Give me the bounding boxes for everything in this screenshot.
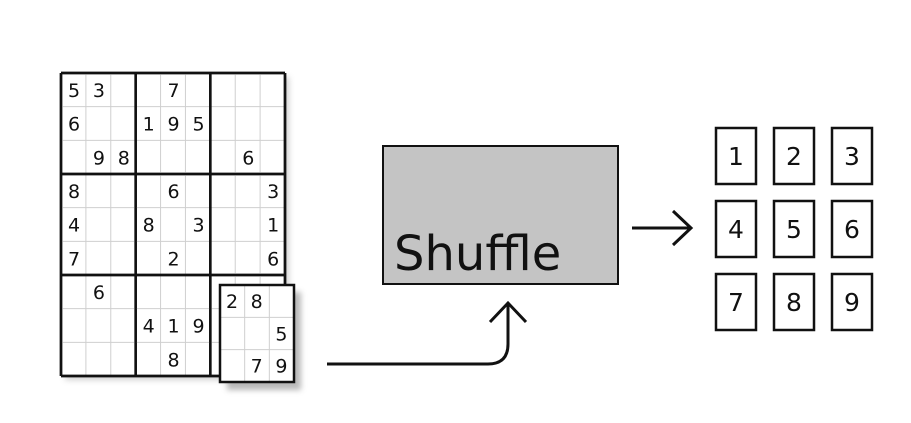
sudoku-cell-digit: 9 [168,114,180,136]
sudoku-cell-digit: 6 [93,282,105,304]
sudoku-cell-digit: 1 [143,114,155,136]
sudoku-cell-digit: 8 [168,349,180,371]
number-card-label: 9 [844,288,860,317]
number-card-label: 5 [786,215,802,244]
sudoku-cell-digit: 4 [68,215,80,237]
sudoku-cell-digit: 7 [68,248,80,270]
sudoku-cell-digit: 7 [168,80,180,102]
piece-border [218,283,296,384]
piece-cell-digit: 5 [275,323,287,345]
shuffle-box-rect [382,145,619,285]
sudoku-cell-digit: 6 [168,181,180,203]
number-card: 7 [714,272,758,332]
piece-to-shuffle-arrow-head [488,300,528,324]
sudoku-cell-digit: 4 [143,316,155,338]
number-card-label: 6 [844,215,860,244]
number-card-border [714,199,758,259]
sudoku-cell-digit: 8 [143,215,155,237]
sudoku-cell-digit: 9 [192,316,204,338]
sudoku-cell-digit: 8 [118,147,130,169]
number-card: 8 [772,272,816,332]
sudoku-cell-digit: 6 [267,248,279,270]
number-card: 3 [830,126,874,186]
number-card: 2 [772,126,816,186]
number-card: 6 [830,199,874,259]
number-card-label: 1 [728,142,744,171]
sudoku-cell-digit: 5 [68,80,80,102]
number-card-label: 8 [786,288,802,317]
piece-cell-digit: 9 [275,356,287,378]
sudoku-cell-digit: 8 [68,181,80,203]
number-card: 9 [830,272,874,332]
sudoku-cell-digit: 9 [93,147,105,169]
piece-cell-digit: 7 [251,356,263,378]
number-card-border [772,126,816,186]
sudoku-cell-digit: 3 [192,215,204,237]
piece-cell-digit: 2 [226,291,238,313]
shuffle-box-label: Shuffle [394,226,561,282]
sudoku-cell-digit: 3 [93,80,105,102]
sudoku-cell-digit: 3 [267,181,279,203]
sudoku-cell-digit: 1 [267,215,279,237]
number-card-label: 3 [844,142,860,171]
number-card: 1 [714,126,758,186]
number-cards: 1 2 3 4 5 6 7 8 9 [714,126,874,332]
extracted-piece-grid-lines [218,283,296,384]
number-card-border [830,126,874,186]
number-card-label: 4 [728,215,744,244]
piece-to-shuffle-arrow-line [327,305,510,366]
shuffle-to-cards-arrow [632,209,694,247]
number-card-border [830,199,874,259]
sudoku-cell-digit: 1 [168,316,180,338]
number-card-border [830,272,874,332]
number-card-border [772,199,816,259]
number-card: 5 [772,199,816,259]
piece-to-shuffle-arrow [327,300,528,366]
number-card-border [714,126,758,186]
number-card-border [714,272,758,332]
sudoku-cell-digit: 6 [242,147,254,169]
shuffle-to-cards-arrow-head [671,209,694,247]
number-card: 4 [714,199,758,259]
sudoku-cell-digit: 2 [168,248,180,270]
extracted-piece-background [220,285,294,382]
sudoku-cell-digit: 5 [192,114,204,136]
number-card-label: 7 [728,288,744,317]
number-card-border [772,272,816,332]
piece-cell-digit: 8 [251,291,263,313]
number-card-label: 2 [786,142,802,171]
shuffle-box: Shuffle [382,145,619,285]
sudoku-cell-digit: 6 [68,114,80,136]
